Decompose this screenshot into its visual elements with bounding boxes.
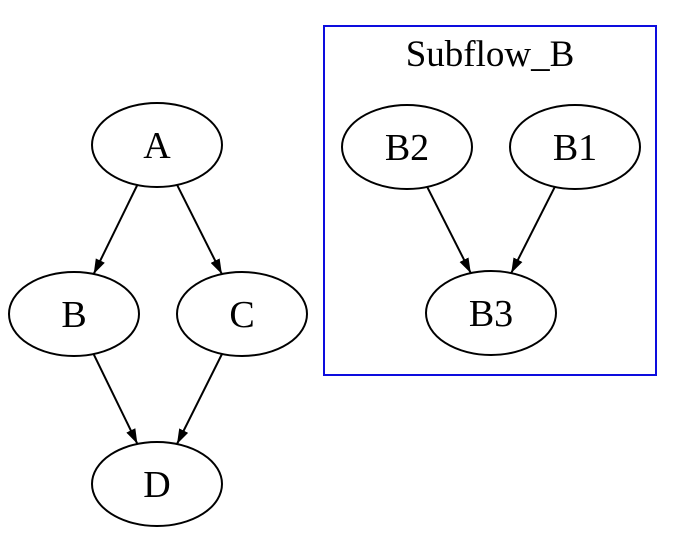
node-b1-label: B1: [553, 127, 597, 169]
edge-b1-b3: [510, 186, 556, 274]
node-b1: B1: [509, 104, 641, 190]
node-c-label: C: [229, 294, 254, 336]
node-b1-shape: [509, 104, 641, 190]
node-b-shape: [8, 271, 140, 357]
node-a: A: [91, 102, 223, 188]
node-d-shape: [91, 441, 223, 527]
edge-c-d: [176, 353, 223, 445]
node-d-label: D: [143, 464, 170, 506]
node-b: B: [8, 271, 140, 357]
cluster-subflow_b-box: [323, 25, 657, 376]
node-c: C: [176, 271, 308, 357]
edge-b2-b3: [426, 186, 472, 274]
node-b2-shape: [341, 104, 473, 190]
node-a-shape: [91, 102, 223, 188]
edge-a-b: [92, 184, 139, 275]
cluster-label: Subflow_B: [406, 34, 575, 75]
node-d: D: [91, 441, 223, 527]
node-b3-shape: [425, 270, 557, 356]
node-b-label: B: [61, 294, 86, 336]
node-b3: B3: [425, 270, 557, 356]
node-c-shape: [176, 271, 308, 357]
node-b3-label: B3: [469, 293, 513, 335]
node-a-label: A: [143, 125, 171, 167]
edge-b-d: [92, 353, 139, 445]
node-b2: B2: [341, 104, 473, 190]
edge-a-c: [176, 184, 223, 275]
node-b2-label: B2: [385, 127, 429, 169]
